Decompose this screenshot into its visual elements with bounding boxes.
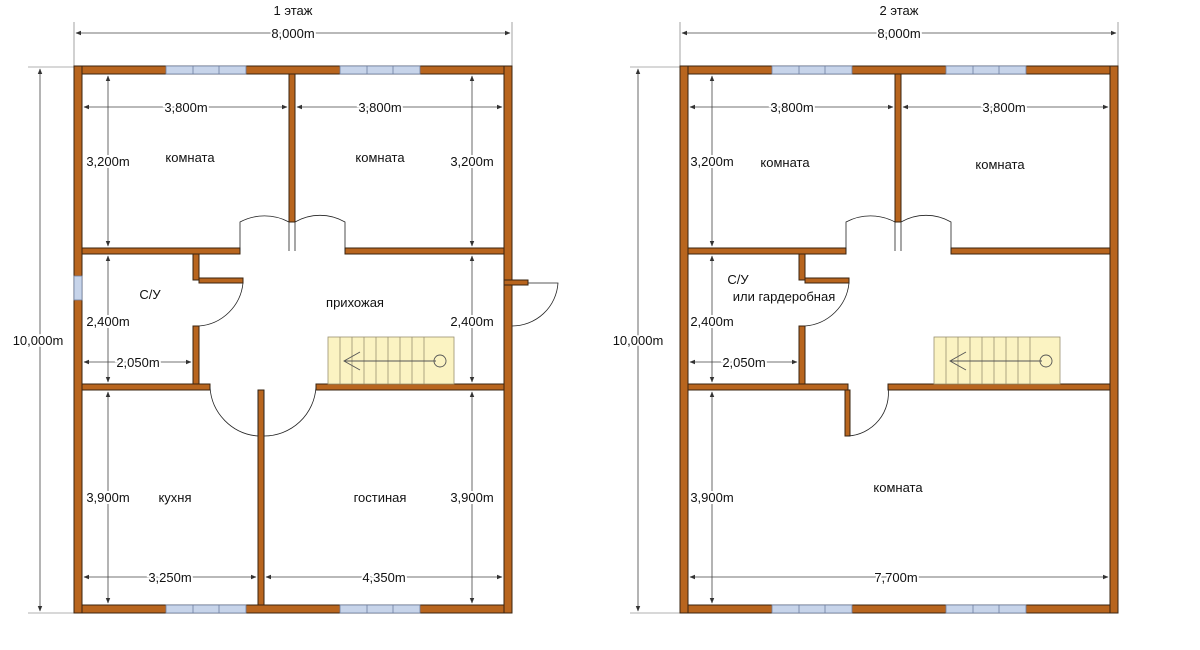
floor-2-wall-interior	[687, 383, 849, 391]
floor-1-dim-label: 3,900m	[450, 490, 493, 505]
floor-1-window	[339, 604, 421, 614]
floor-2-dim-label: 3,900m	[690, 490, 733, 505]
floor-1-wall-interior	[81, 247, 241, 255]
floor-2-wall-interior	[804, 277, 850, 284]
floor-2-wall-interior	[798, 325, 806, 387]
floor-2-plan: 2 этаж 8,000m 10,000m	[611, 3, 1119, 614]
floor-1-stairs	[327, 336, 455, 385]
floor-2-wall-left	[679, 65, 689, 614]
floor-1-wall-left	[73, 65, 83, 614]
floor-1-dim-label: 4,350m	[362, 570, 405, 585]
floor-2-dim-label: 3,800m	[982, 100, 1025, 115]
floor-1-wall-interior	[315, 383, 505, 391]
floor-1-dim-label: 3,200m	[86, 154, 129, 169]
floor-1-door	[263, 386, 317, 437]
floor-1-room-label: комната	[165, 150, 215, 165]
floor-1-wall-top	[73, 65, 513, 75]
floor-1-dim-label: 3,800m	[358, 100, 401, 115]
floor-1-room-label: прихожая	[326, 295, 384, 310]
floor-1-dim-label: 2,400m	[86, 314, 129, 329]
floor-1-room-label: С/У	[139, 287, 161, 302]
floor-2-overall-width: 8,000m	[877, 26, 920, 41]
floor-1-window	[165, 604, 247, 614]
floor-1-room-label: комната	[355, 150, 405, 165]
floor-1-wall-interior	[503, 279, 529, 286]
floor-1-plan: 1 этаж 8,000m 10,000m	[11, 3, 559, 614]
floor-2-door	[900, 214, 952, 251]
floor-1-wall-interior	[257, 389, 265, 606]
floor-1-window	[73, 275, 83, 301]
floor-2-door	[847, 386, 889, 437]
floor-1-window	[165, 65, 247, 75]
floor-2-wall-interior	[844, 389, 851, 437]
floor-2-dim-label: 7,700m	[874, 570, 917, 585]
floor-2-wall-top	[679, 65, 1119, 75]
floor-2-wall-interior	[894, 73, 902, 223]
floor-1-wall-interior	[81, 383, 211, 391]
floor-1-door	[511, 282, 559, 327]
floor-2-room-label: или гардеробная	[733, 289, 836, 304]
floor-1-room-label: гостиная	[354, 490, 407, 505]
floor-1-wall-interior	[192, 325, 200, 387]
floor-2-dim-label: 2,050m	[722, 355, 765, 370]
floor-1-overall-height: 10,000m	[13, 333, 64, 348]
floor-1-door	[198, 282, 244, 327]
floor-2-wall-interior	[687, 247, 847, 255]
floor-1-wall-interior	[198, 277, 244, 284]
floor-1-wall-interior	[192, 253, 200, 281]
floor-2-dim-label: 3,200m	[690, 154, 733, 169]
floor-1-window	[339, 65, 421, 75]
floor-2-wall-interior	[798, 253, 806, 281]
floor-1-door	[239, 215, 290, 251]
floor-2-wall-bottom	[679, 604, 1119, 614]
floor-1-wall-right	[503, 65, 513, 614]
floor-1-wall-interior	[288, 73, 296, 223]
floor-1-door	[294, 214, 346, 251]
floor-2-window	[945, 604, 1027, 614]
floor-2-door	[845, 215, 896, 251]
floor-2-stairs	[933, 336, 1061, 385]
floor-2-window	[771, 604, 853, 614]
floor-1-dim-label: 2,050m	[116, 355, 159, 370]
floor-2-wall-right	[1109, 65, 1119, 614]
floor-1-room-label: кухня	[158, 490, 191, 505]
floor-1-dim-label: 2,400m	[450, 314, 493, 329]
floor-1-door	[209, 386, 259, 437]
floor-2-wall-interior	[887, 383, 1111, 391]
floor-1-wall-bottom	[73, 604, 513, 614]
floor-1-wall-interior	[344, 247, 505, 255]
floor-2-window	[771, 65, 853, 75]
floor-1-dim-label: 3,250m	[148, 570, 191, 585]
floor-2-door	[804, 282, 850, 327]
floor-1-overall-width: 8,000m	[271, 26, 314, 41]
floor-2-title: 2 этаж	[880, 3, 919, 18]
floor-2-room-label: комната	[975, 157, 1025, 172]
floor-2-dim-label: 2,400m	[690, 314, 733, 329]
floor-2-overall-height: 10,000m	[613, 333, 664, 348]
floor-2-room-label: комната	[873, 480, 923, 495]
floor-2-dim-label: 3,800m	[770, 100, 813, 115]
floor-1-dim-label: 3,200m	[450, 154, 493, 169]
floor-1-title: 1 этаж	[274, 3, 313, 18]
floor-2-room-label: С/У	[727, 272, 749, 287]
floor-2-room-label: комната	[760, 155, 810, 170]
floor-2-window	[945, 65, 1027, 75]
floor-1-dim-label: 3,900m	[86, 490, 129, 505]
floor-1-dim-label: 3,800m	[164, 100, 207, 115]
floor-2-wall-interior	[950, 247, 1111, 255]
